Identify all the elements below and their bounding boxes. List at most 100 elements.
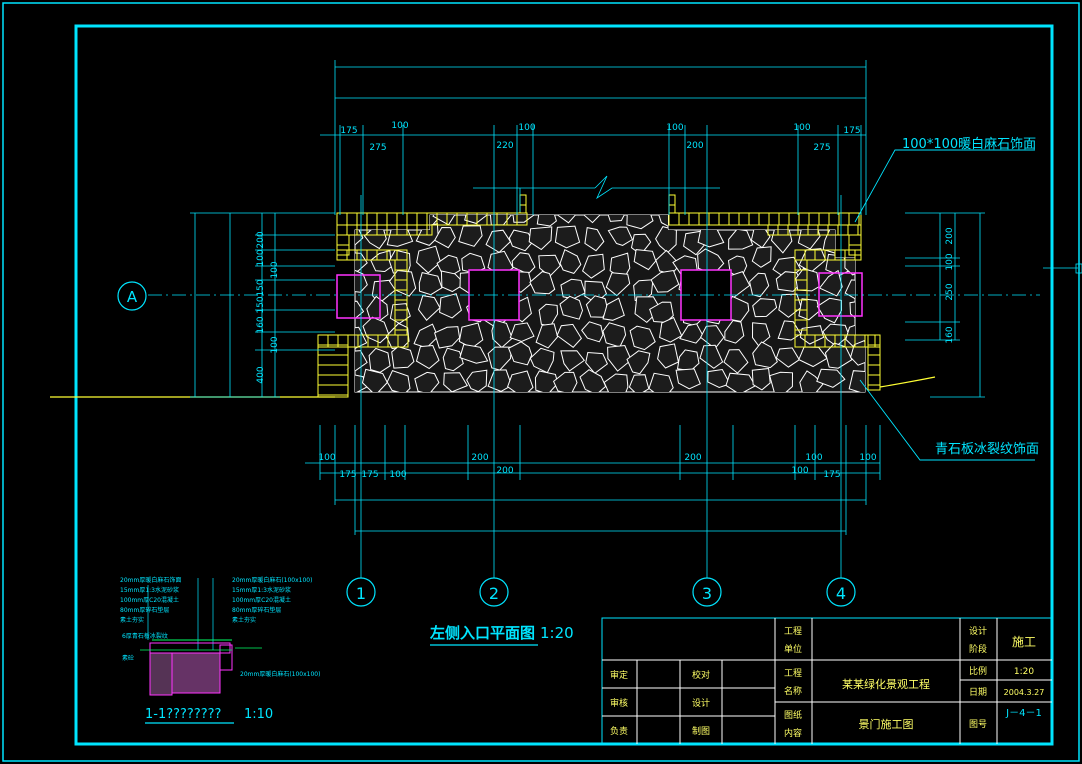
paving-stone [582, 215, 603, 224]
paving-stone [723, 349, 749, 374]
paving-stone [728, 228, 754, 250]
paving-stone [511, 215, 536, 223]
note-top-granite: 100*100暖白麻石饰面 [902, 136, 1036, 152]
paving-stone [439, 293, 462, 319]
grid-bubbles [346, 577, 856, 607]
paving-stone [648, 372, 674, 392]
svg-text:200: 200 [945, 227, 955, 244]
paving-stone [603, 373, 629, 392]
brick-strip [668, 212, 862, 226]
paving-stone [554, 225, 581, 249]
svg-text:200: 200 [496, 466, 513, 476]
paving-stone [559, 248, 582, 274]
detail-side-label-2: 素砼 [122, 654, 134, 662]
paving-stone [528, 226, 553, 251]
tb-stage-b: 阶段 [969, 643, 987, 655]
svg-text:100: 100 [270, 336, 280, 353]
paving-stone [697, 225, 725, 248]
tb-role-4: 校对 [692, 669, 710, 681]
brick-strip [317, 334, 349, 398]
svg-text:160: 160 [256, 316, 266, 333]
paving-stone [552, 371, 578, 392]
paving-stone [433, 326, 461, 349]
paving-stone [675, 368, 701, 390]
axis-a-bubble [117, 281, 147, 311]
grid-number-2: 2 [489, 584, 499, 603]
paving-stone [700, 215, 728, 225]
svg-text:150: 150 [256, 296, 266, 313]
brick-strip [794, 249, 862, 261]
svg-text:80mm厚碎石垫层: 80mm厚碎石垫层 [232, 606, 281, 614]
paving-stone [725, 372, 756, 392]
paving-stone [628, 374, 650, 392]
svg-text:400: 400 [256, 366, 266, 383]
detail-notes-left: 20mm厚暖白麻石饰面 15mm厚1:3水泥砂浆 100mm厚C20混凝土 80… [120, 576, 181, 624]
paving-stone [529, 271, 556, 295]
svg-text:100: 100 [391, 121, 408, 131]
dim-text-left: 200 100 100 150 150 160 100 400 [256, 231, 280, 383]
tb-role-5: 设计 [692, 697, 710, 709]
paving-stone [581, 321, 604, 343]
paving-stone [816, 368, 846, 388]
paving-stone [584, 227, 605, 252]
paving-stone [509, 322, 535, 343]
dim-text-bottom: 100 175 175 100 200 200 200 100 100 175 … [318, 453, 876, 480]
svg-text:250: 250 [945, 283, 955, 300]
svg-text:15mm厚1:3水泥砂浆: 15mm厚1:3水泥砂浆 [120, 586, 179, 594]
paving-stone [560, 350, 586, 372]
paving-stone [751, 246, 772, 268]
paving-stone [585, 351, 609, 374]
tb-role-3: 负责 [610, 725, 628, 737]
paving-stone [798, 298, 820, 321]
paving-stone [434, 226, 456, 249]
svg-text:275: 275 [813, 143, 830, 153]
plan-scale: 1:20 [540, 624, 574, 642]
brick-strip [767, 224, 862, 236]
paving-stone [393, 215, 419, 222]
paving-stone [843, 229, 865, 251]
paving-stone [556, 215, 579, 224]
gridlines [360, 125, 842, 578]
svg-text:200: 200 [684, 453, 701, 463]
paving-stone [485, 229, 512, 254]
window-1 [336, 274, 381, 319]
paving-stone [752, 341, 778, 369]
title-block-text: 审定 审核 负责 校对 设计 制图 工程 单位 工程 名称 图纸 内容 某某绿化… [610, 625, 1044, 739]
paving-stone [850, 340, 865, 366]
svg-text:100: 100 [518, 123, 535, 133]
paving-stone [629, 325, 656, 351]
svg-text:100mm厚C20混凝土: 100mm厚C20混凝土 [232, 596, 291, 604]
tb-number-label: 图号 [969, 719, 987, 730]
paving-stone [442, 347, 464, 372]
tb-drawing-name: 景门施工图 [859, 717, 914, 731]
svg-text:100: 100 [318, 453, 335, 463]
detail-section [140, 578, 262, 696]
paving-stone [506, 370, 534, 392]
tb-role-1: 审定 [610, 669, 628, 681]
tb-date-value: 2004.3.27 [1004, 688, 1045, 697]
paving-stone [355, 300, 365, 323]
dimension-lines-bottom [305, 425, 881, 535]
grid-number-1: 1 [356, 584, 366, 603]
svg-text:275: 275 [369, 143, 386, 153]
paving-stone [466, 369, 488, 392]
plan-title: 左侧入口平面图 [429, 624, 535, 642]
svg-text:175: 175 [361, 470, 378, 480]
tb-role-6: 制图 [692, 725, 710, 737]
paving-stone [579, 369, 607, 392]
paving-stone [775, 347, 800, 368]
paving-stone [536, 215, 557, 227]
paving-stone [458, 225, 483, 247]
tb-role-2: 审核 [610, 697, 628, 709]
paving-stone [848, 370, 865, 392]
brick-strip [794, 334, 881, 348]
grid-number-4: 4 [836, 584, 846, 603]
dim-text-top: 175 100 275 220 100 100 200 100 175 275 [340, 121, 860, 153]
svg-text:素土夯实: 素土夯实 [120, 616, 144, 624]
svg-text:175: 175 [823, 470, 840, 480]
dimension-lines-left [190, 212, 335, 398]
paving-stone [443, 372, 469, 392]
paving-stone [355, 215, 367, 225]
